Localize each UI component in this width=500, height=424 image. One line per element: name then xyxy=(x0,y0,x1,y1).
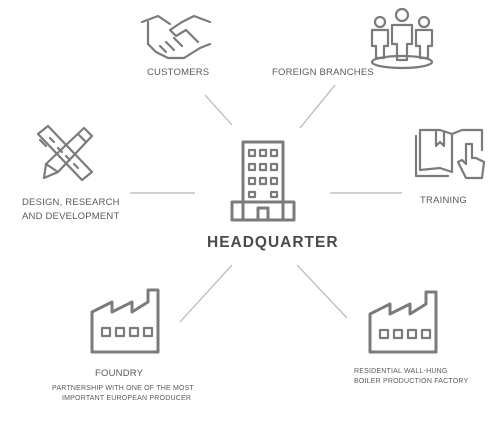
foundry-sub-line2: IMPORTANT EUROPEAN PRODUCER xyxy=(62,395,192,402)
training-label: TRAINING xyxy=(420,195,467,206)
connector-factory xyxy=(296,264,348,319)
pencil-and-ruler-icon xyxy=(36,124,94,182)
group-of-people-icon xyxy=(370,7,434,70)
connector-customers xyxy=(204,94,233,126)
headquarter-label: HEADQUARTER xyxy=(207,234,339,251)
connector-foreign-branches xyxy=(299,84,336,129)
design-label-line1: DESIGN, RESEARCH xyxy=(22,197,120,208)
factory-label-line2: BOILER PRODUCTION FACTORY xyxy=(354,378,469,385)
foreign-branches-label: FOREIGN BRANCHES xyxy=(272,67,374,78)
design-label-line2: AND DEVELOPMENT xyxy=(22,211,120,222)
book-with-pointing-hand-icon xyxy=(414,128,486,180)
factory-label-line1: RESIDENTIAL WALL-HUNG xyxy=(354,368,448,375)
office-building-icon xyxy=(230,140,296,222)
connector-foundry xyxy=(179,264,233,323)
customers-label: CUSTOMERS xyxy=(147,67,210,78)
foundry-sub-line1: PARTNERSHIP WITH ONE OF THE MOST xyxy=(52,385,195,392)
foundry-label: FOUNDRY xyxy=(95,368,144,379)
handshake-icon xyxy=(140,14,212,60)
factory-icon xyxy=(90,288,160,354)
factory-icon xyxy=(368,290,438,354)
